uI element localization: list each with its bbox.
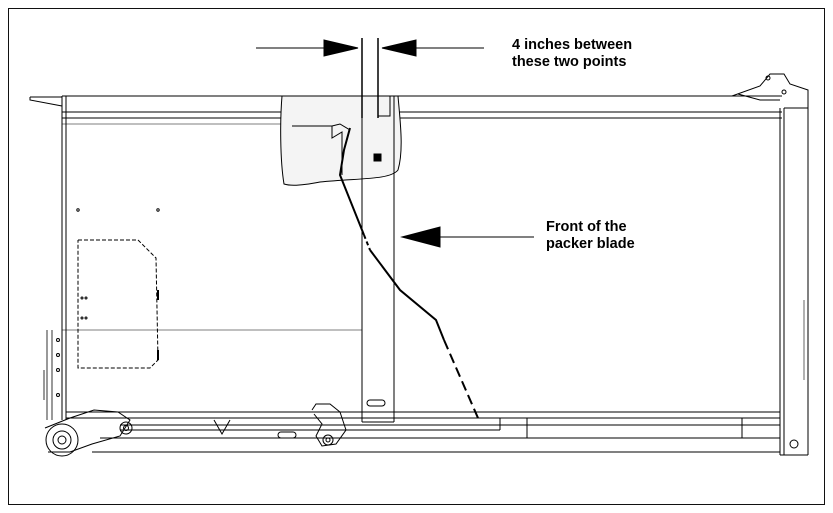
gap-callout-line1: 4 inches between	[512, 37, 633, 53]
left-dimension-arrow	[256, 39, 359, 57]
reference-bar	[361, 38, 379, 118]
gap-callout-line2: these two points	[512, 54, 627, 70]
blade-callout-line2: packer blade	[546, 236, 635, 252]
hinge-assembly	[44, 409, 133, 457]
blade-callout-line1: Front of the	[546, 219, 627, 235]
left-end-wall	[43, 96, 362, 420]
diagram-frame	[8, 8, 825, 505]
access-panel	[76, 208, 160, 369]
packer-housing	[280, 95, 402, 186]
gap-callout-label: 4 inches between these two points	[512, 37, 632, 71]
right-end-wall	[731, 73, 809, 456]
right-dimension-arrow	[381, 39, 484, 57]
floor-rails	[66, 411, 780, 453]
top-rail	[29, 95, 782, 125]
packer-blade-column	[361, 95, 395, 423]
blade-callout-label: Front of the packer blade	[546, 219, 635, 253]
blade-pivot	[311, 403, 347, 447]
packer-blade-profile	[338, 127, 479, 419]
blade-callout-arrow	[400, 226, 534, 248]
